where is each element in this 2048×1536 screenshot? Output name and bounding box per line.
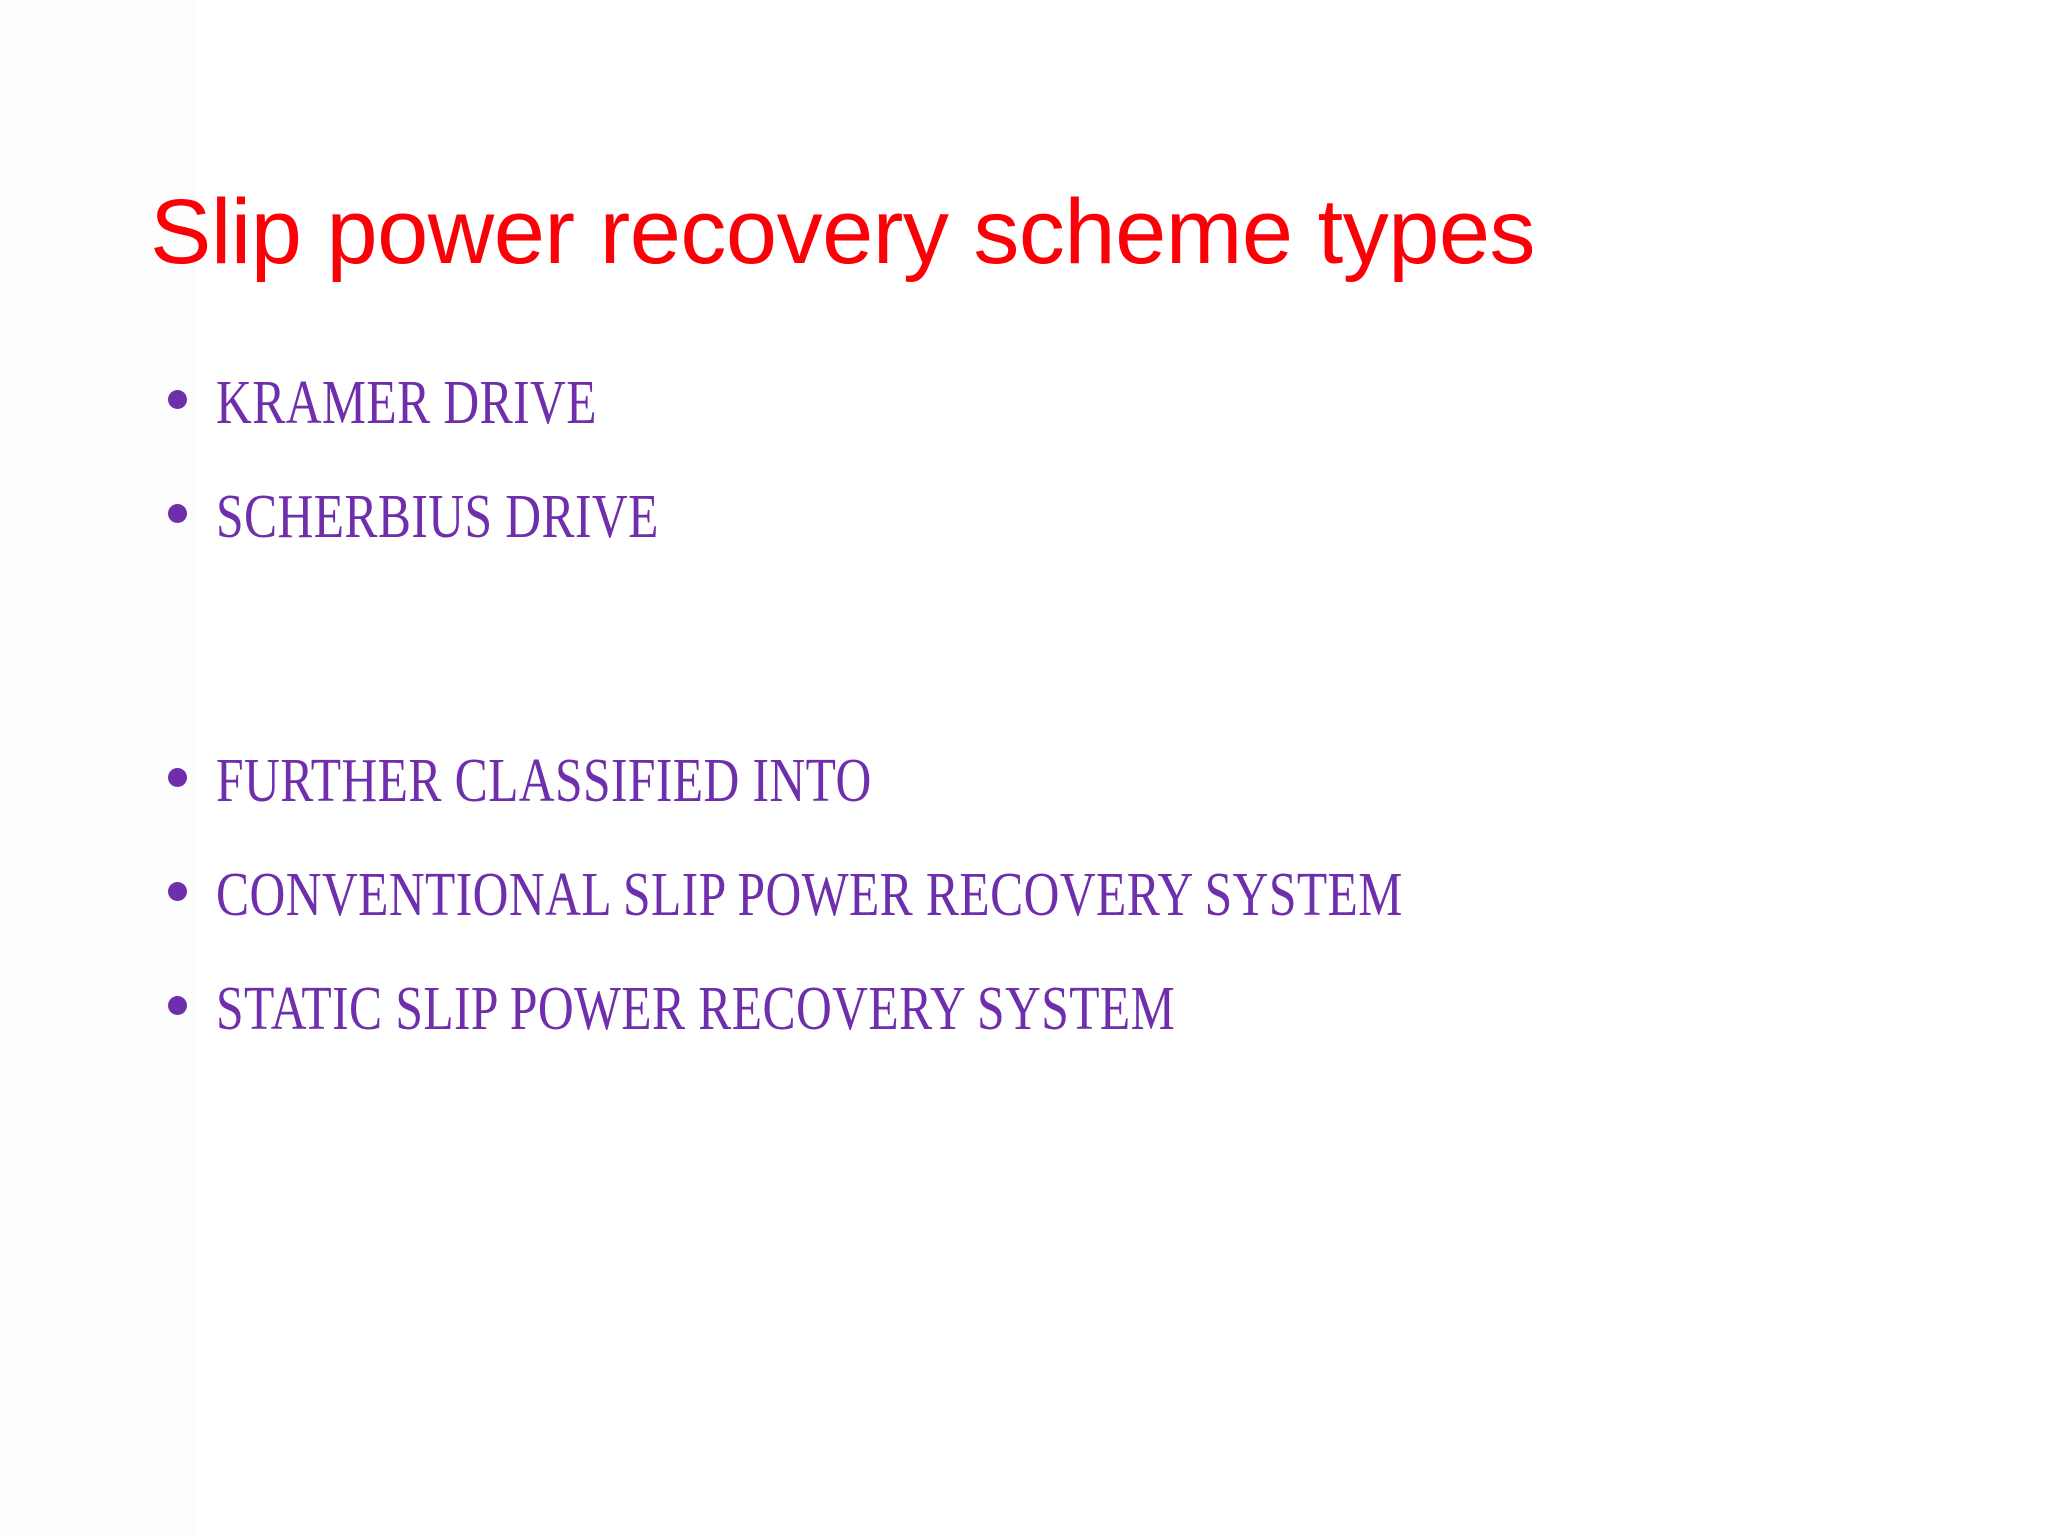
list-item-label: FURTHER CLASSIFIED INTO [216,747,872,815]
list-gap [160,600,1960,750]
bullet-list: KRAMER DRIVE SCHERBIUS DRIVE FURTHER CLA… [160,372,1960,1092]
list-item-label: KRAMER DRIVE [216,369,597,437]
list-item: STATIC SLIP POWER RECOVERY SYSTEM [160,978,1960,1092]
bullet-dot-icon [160,390,216,409]
slide-title: Slip power recovery scheme types [150,180,1536,283]
bullet-dot-icon [160,768,216,787]
list-item: KRAMER DRIVE [160,372,1960,486]
bullet-dot-icon [160,504,216,523]
list-item-label: STATIC SLIP POWER RECOVERY SYSTEM [216,975,1176,1043]
bullet-dot-icon [160,996,216,1015]
list-item: CONVENTIONAL SLIP POWER RECOVERY SYSTEM [160,864,1960,978]
list-item: FURTHER CLASSIFIED INTO [160,750,1960,864]
list-item-label: SCHERBIUS DRIVE [216,483,659,551]
list-item-label: CONVENTIONAL SLIP POWER RECOVERY SYSTEM [216,861,1403,929]
bullet-dot-icon [160,882,216,901]
list-item: SCHERBIUS DRIVE [160,486,1960,600]
